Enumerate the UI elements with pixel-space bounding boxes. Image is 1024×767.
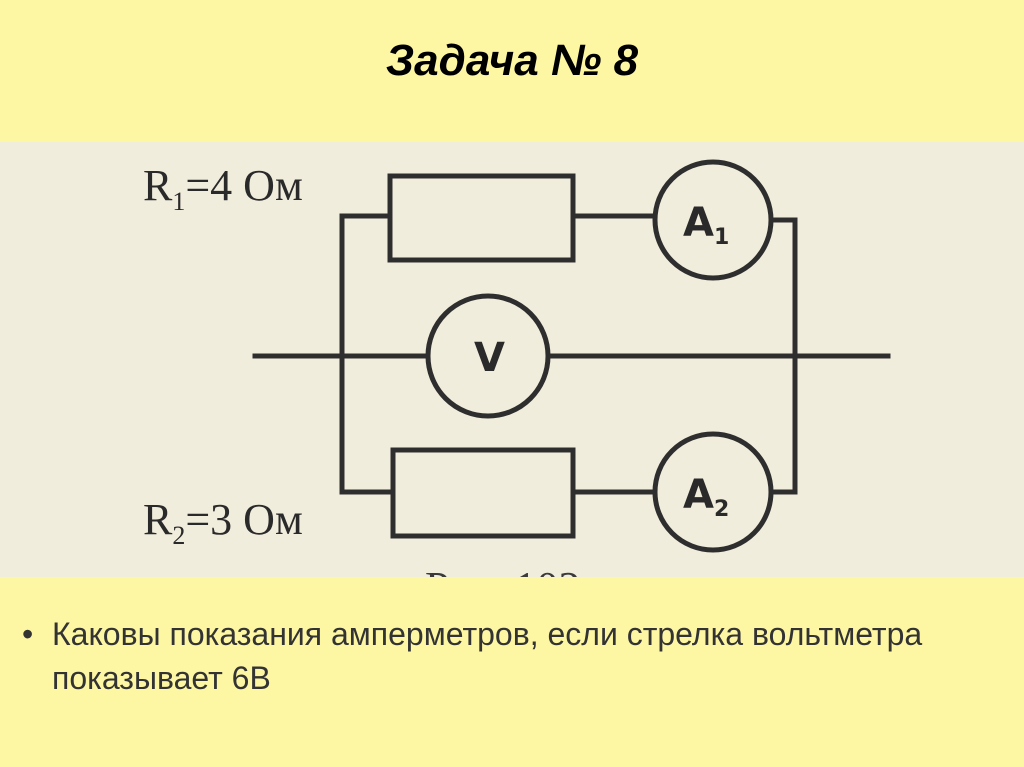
slide-title: Задача № 8 [385,36,639,85]
bullet: • [22,616,34,652]
question-item: • Каковы показания амперметров, если стр… [22,612,982,700]
voltmeter-label: V [474,335,505,381]
figure-caption: Рис. 102 [425,563,581,577]
resistor-r1 [387,173,576,263]
question-band [0,577,1024,767]
circuit-svg: R1=4 Ом R2=3 Ом A1 V A2 Рис. 102 [143,159,891,577]
r1-label: R1=4 Ом [143,161,303,216]
resistor-r2 [390,447,576,539]
r2-label: R2=3 Ом [143,495,303,550]
question-text: Каковы показания амперметров, если стрел… [52,616,923,696]
title-band: Задача № 8 [0,0,1024,142]
ammeter-a2-label: A2 [683,472,729,522]
circuit-diagram: R1=4 Ом R2=3 Ом A1 V A2 Рис. 102 [0,142,1024,577]
ammeter-a1-label: A1 [683,200,729,250]
